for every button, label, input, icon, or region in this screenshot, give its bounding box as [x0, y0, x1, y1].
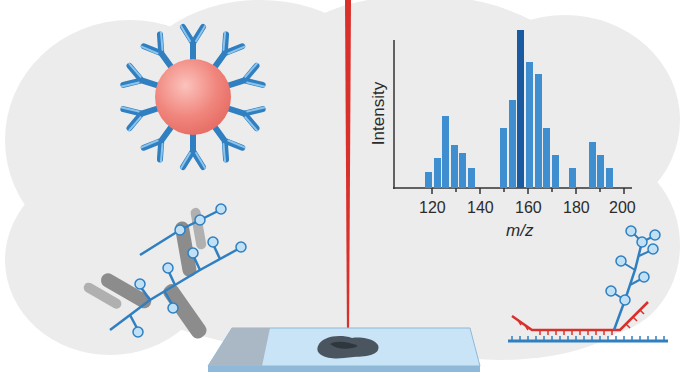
- drawing-part: [175, 225, 185, 235]
- dna-glycan: [508, 226, 668, 341]
- drawing-part: [425, 172, 432, 188]
- drawing-part: [122, 26, 264, 168]
- drawing-part: [612, 232, 654, 300]
- drawing-part: [648, 244, 658, 254]
- drawing-part: [225, 64, 264, 97]
- drawing-part: [434, 158, 441, 188]
- drawing-part: [512, 336, 664, 341]
- drawing-part: [432, 188, 624, 194]
- drawing-part: [451, 145, 458, 188]
- drawing-part: [330, 342, 358, 349]
- drawing-part: [135, 279, 145, 289]
- drawing-part: [517, 30, 524, 188]
- drawing-part: [614, 242, 642, 330]
- tick-label: 120: [419, 200, 446, 216]
- drawing-part: [133, 327, 143, 337]
- drawing-part: [606, 226, 660, 305]
- drawing-part: [597, 155, 604, 188]
- drawing-part: [208, 328, 480, 366]
- drawing-part: [432, 188, 624, 194]
- glass-slide: [208, 328, 480, 372]
- drawing-part: [82, 281, 123, 311]
- drawing-part: [181, 26, 205, 59]
- drawing-part: [626, 226, 636, 236]
- drawing-part: [393, 40, 395, 189]
- tick-label: 180: [563, 200, 590, 216]
- drawing-part: [5, 165, 215, 355]
- tick-label: 160: [515, 200, 542, 216]
- drawing-part: [168, 303, 178, 313]
- drawing-part: [606, 168, 613, 188]
- drawing-part: [140, 210, 220, 255]
- drawing-part: [181, 135, 205, 168]
- drawing-part: [518, 310, 644, 335]
- drawing-part: [133, 204, 246, 337]
- drawing-part: [616, 256, 626, 266]
- drawing-part: [468, 168, 475, 188]
- drawing-part: [512, 336, 664, 341]
- drawing-part: [216, 204, 226, 214]
- drawing-part: [543, 128, 550, 188]
- drawing-part: [589, 142, 596, 188]
- drawing-part: [512, 302, 648, 330]
- drawing-part: [208, 366, 480, 372]
- drawing-part: [188, 248, 198, 258]
- drawing-part: [500, 128, 507, 188]
- drawing-part: [552, 155, 559, 188]
- chart: [393, 30, 632, 194]
- axis-title: Intensity: [370, 82, 387, 145]
- drawing-part: [225, 97, 264, 130]
- drawing-part: [208, 328, 270, 366]
- tick-label: 140: [467, 200, 494, 216]
- drawing-part: [620, 295, 630, 305]
- drawing-part: [110, 210, 240, 330]
- laser-beam: [345, 0, 351, 342]
- drawing-part: [535, 74, 542, 188]
- drawing-part: [526, 62, 533, 188]
- drawing-part: [317, 336, 378, 358]
- drawing-part: [637, 237, 647, 247]
- drawing-part: [518, 310, 644, 330]
- drawing-part: [122, 97, 161, 130]
- drawing-part: [190, 207, 207, 250]
- drawing-part: [606, 286, 616, 296]
- drawing-part: [508, 340, 668, 343]
- cloud-background: [5, 0, 680, 360]
- drawing-part: [155, 59, 231, 135]
- drawing-part: [208, 237, 218, 247]
- axis-title: m/z: [506, 222, 533, 239]
- drawing-part: [540, 330, 612, 335]
- drawing-part: [122, 64, 161, 97]
- drawing-part: [236, 242, 246, 252]
- antibody-bead: [122, 26, 264, 168]
- tick-label: 200: [609, 200, 636, 216]
- drawing-part: [509, 100, 516, 188]
- drawing-part: [650, 230, 660, 240]
- drawing-part: [163, 263, 173, 273]
- drawing-part: [442, 116, 449, 188]
- drawing-part: [345, 0, 351, 342]
- drawing-part: [639, 272, 649, 282]
- drawing-part: [569, 168, 576, 188]
- drawing-part: [459, 153, 466, 188]
- drawing-part: [195, 215, 205, 225]
- drawing-part: [110, 248, 240, 330]
